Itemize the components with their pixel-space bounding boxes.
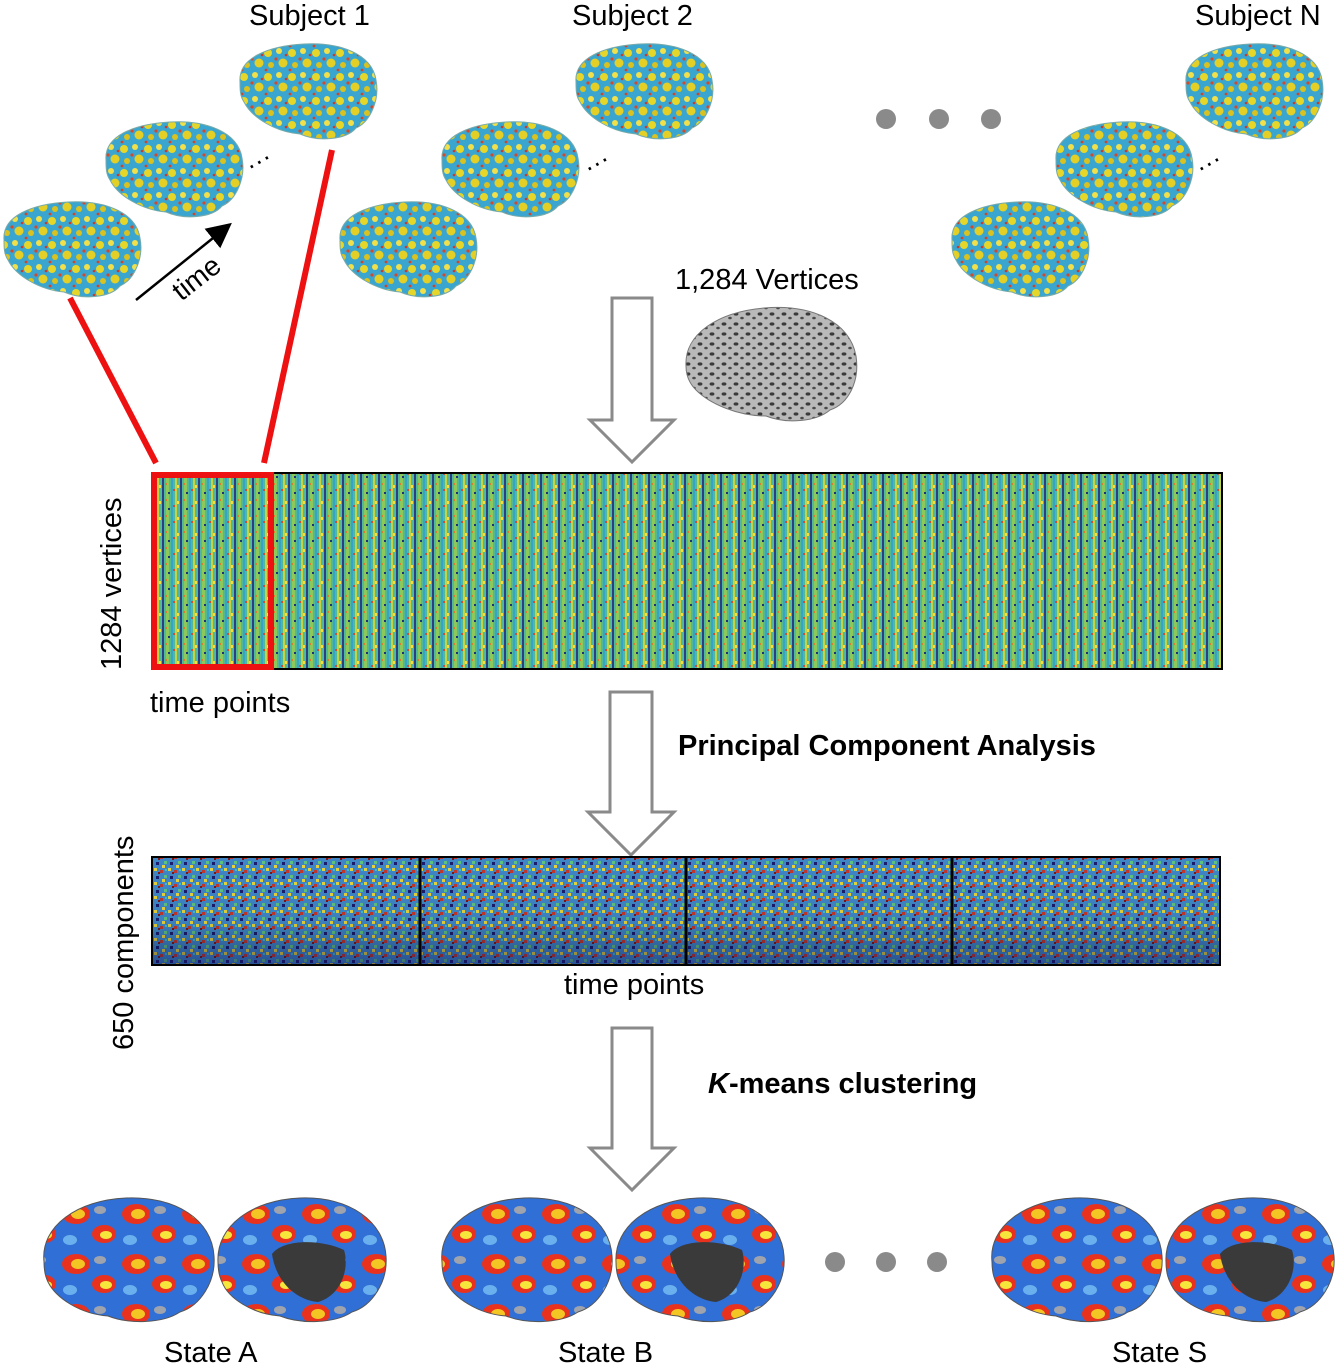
highlight-connector-left: [67, 296, 159, 465]
subject-2-brain-stack: ···: [339, 43, 714, 298]
kmeans-label: K-means clustering: [708, 1068, 977, 1100]
pca-label: Principal Component Analysis: [678, 730, 1096, 762]
subject-1-brain-stack: ···: [3, 43, 378, 301]
time-arrow: [135, 222, 232, 301]
state-b-brain-maps: [441, 1197, 785, 1323]
subject-n-label: Subject N: [1195, 0, 1321, 32]
subject-1-label: Subject 1: [249, 0, 370, 32]
vertex-matrix-y-label: 1284 vertices: [96, 497, 128, 671]
continuation-ellipsis: ···: [1190, 143, 1228, 182]
brain-icon: [951, 201, 1090, 298]
state-a-label: State A: [164, 1337, 258, 1369]
down-arrow: [584, 690, 678, 858]
subjects-ellipsis: [876, 109, 1001, 129]
vertex-brain-icon: [685, 306, 858, 422]
brain-icon: [1055, 121, 1194, 218]
subject-1-highlight-box: [151, 472, 274, 670]
subject-2-label: Subject 2: [572, 0, 693, 32]
states-ellipsis: [825, 1252, 947, 1272]
state-a-brain-maps: [43, 1197, 387, 1323]
kmeans-label-rest: -means clustering: [728, 1068, 978, 1100]
kmeans-label-k: K: [708, 1068, 729, 1100]
component-matrix-y-label: 650 components: [108, 835, 140, 1050]
state-b-label: State B: [558, 1337, 654, 1369]
brain-icon: [239, 43, 378, 140]
component-time-matrix: [151, 856, 1221, 966]
down-arrow: [586, 1026, 678, 1193]
component-matrix-x-label: time points: [564, 969, 705, 1001]
brain-icon: [575, 43, 714, 140]
highlight-connector-right: [261, 149, 335, 464]
continuation-ellipsis: ···: [240, 141, 278, 180]
vertex-matrix-x-label: time points: [150, 687, 291, 719]
state-s-label: State S: [1112, 1337, 1208, 1369]
subject-n-brain-stack: ···: [951, 43, 1324, 298]
vertices-count-label: 1,284 Vertices: [675, 264, 859, 296]
brain-icon: [3, 201, 142, 298]
state-s-brain-maps: [991, 1197, 1335, 1323]
brain-icon: [441, 121, 580, 218]
continuation-ellipsis: ···: [578, 143, 616, 182]
down-arrow: [586, 296, 678, 465]
vertex-time-matrix: [153, 472, 1223, 670]
brain-icon: [1185, 43, 1324, 140]
brain-icon: [105, 121, 244, 218]
brain-icon: [339, 201, 478, 298]
